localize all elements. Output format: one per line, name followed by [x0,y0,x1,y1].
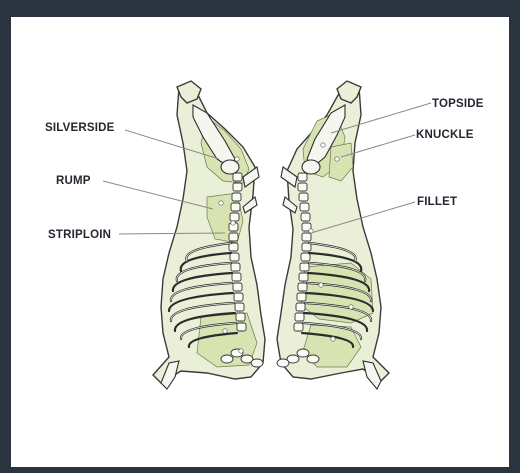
diagram-panel: SILVERSIDE RUMP STRIPLOIN TOPSIDE KNUCKL… [11,17,509,467]
label-rump: RUMP [56,175,91,187]
left-hip-joint [221,160,239,174]
label-knuckle: KNUCKLE [416,129,474,141]
label-silverside: SILVERSIDE [45,122,115,134]
label-striploin: STRIPLOIN [48,229,111,241]
leader-lines [103,103,431,234]
label-fillet: FILLET [417,196,457,208]
label-topside: TOPSIDE [432,98,484,110]
beef-carcass-diagram: SILVERSIDE RUMP STRIPLOIN TOPSIDE KNUCKL… [11,17,509,467]
left-carcass-side [153,81,265,389]
right-carcass-side [277,81,389,389]
right-hip-joint [302,160,320,174]
